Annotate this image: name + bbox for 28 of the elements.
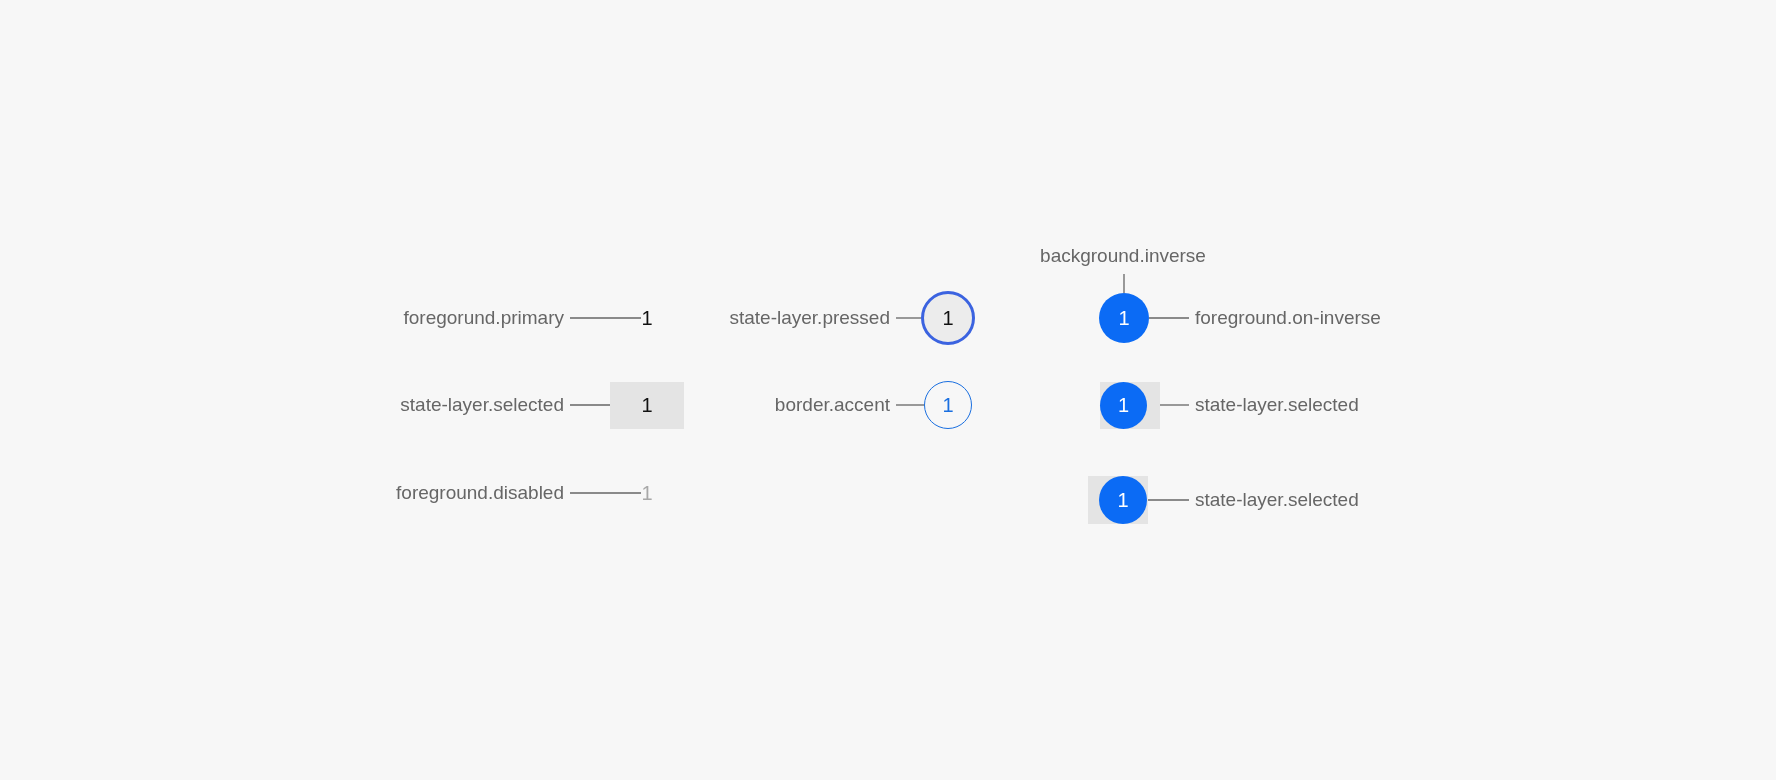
state-layer-background xyxy=(1100,382,1160,429)
leader-line xyxy=(569,317,642,319)
leader-line xyxy=(1123,273,1125,294)
token-label: foregorund.primary xyxy=(403,306,564,330)
leader-line xyxy=(1147,499,1190,501)
state-layer-background xyxy=(1088,476,1148,524)
leader-line xyxy=(895,317,922,319)
number-glyph: 1 xyxy=(641,481,653,505)
leader-line xyxy=(569,404,611,406)
token-label: border.accent xyxy=(774,393,890,417)
filled-circle: 1 xyxy=(1099,293,1149,343)
number-glyph: 1 xyxy=(641,306,653,330)
token-label: state-layer.selected xyxy=(1195,488,1359,512)
token-label: state-layer.selected xyxy=(400,393,564,417)
pressed-circle: 1 xyxy=(921,291,975,345)
selected-tile: 1 xyxy=(610,382,684,429)
leader-line xyxy=(1159,404,1190,406)
leader-line xyxy=(895,404,925,406)
leader-line xyxy=(1148,317,1190,319)
leader-line xyxy=(569,492,642,494)
filled-circle: 1 xyxy=(1100,382,1147,429)
token-label: background.inverse xyxy=(1040,244,1206,268)
token-label: state-layer.pressed xyxy=(729,306,890,330)
token-label: foreground.disabled xyxy=(396,481,564,505)
token-label: foreground.on-inverse xyxy=(1195,306,1381,330)
outlined-circle: 1 xyxy=(924,381,972,429)
token-label: state-layer.selected xyxy=(1195,393,1359,417)
filled-circle: 1 xyxy=(1099,476,1147,524)
